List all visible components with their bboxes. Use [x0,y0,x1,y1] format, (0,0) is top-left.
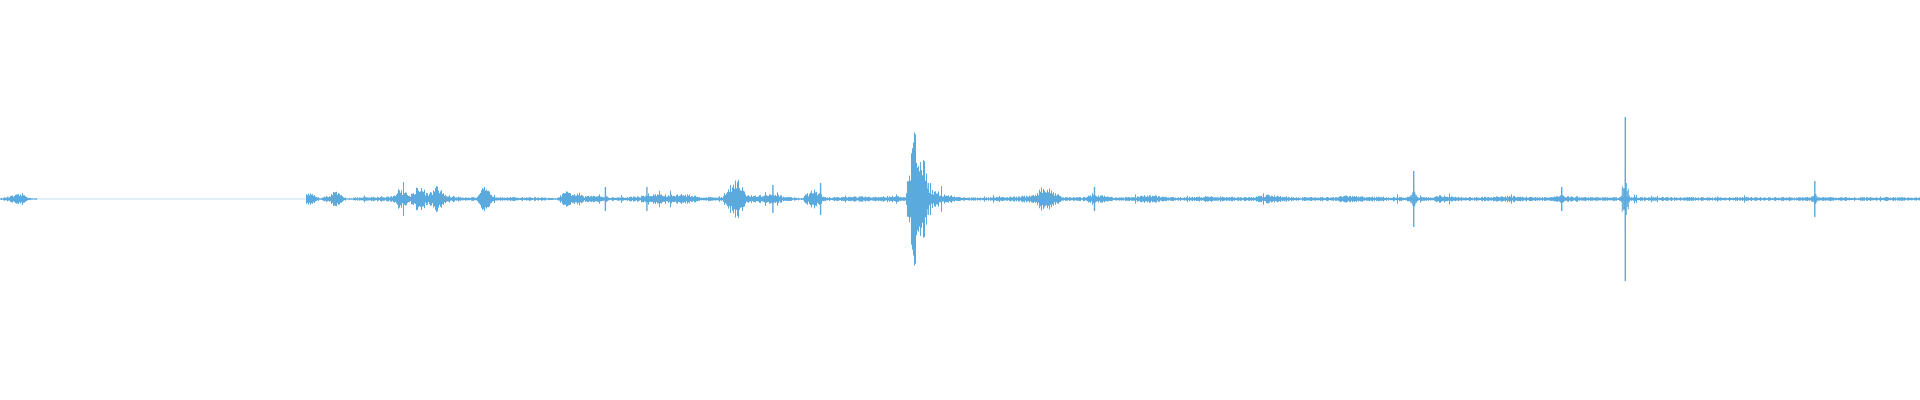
waveform-channel-mono [0,117,1920,281]
